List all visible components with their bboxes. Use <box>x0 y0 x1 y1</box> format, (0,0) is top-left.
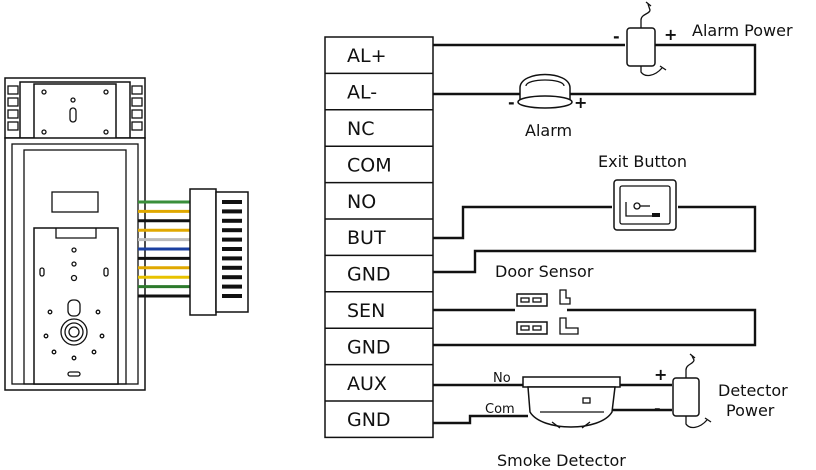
plug-pin <box>222 275 242 280</box>
terminal-label: COM <box>347 154 392 176</box>
access-control-device <box>4 77 146 391</box>
terminal-label: NO <box>347 191 376 213</box>
terminal-label: GND <box>347 336 391 358</box>
terminal-label: AL- <box>347 82 377 104</box>
alarm-power-label: Alarm Power <box>692 21 793 40</box>
terminal-label: GND <box>347 409 391 431</box>
plug-pin <box>222 294 242 298</box>
smoke-detector-label: Smoke Detector <box>497 451 626 470</box>
alarm-power-plus-sign: + <box>664 25 677 44</box>
plug-pin <box>222 209 242 214</box>
terminal-label: NC <box>347 118 374 140</box>
plug-pin <box>222 247 242 251</box>
alarm-power-minus-sign: - <box>613 27 620 46</box>
exit-button: Exit Button <box>598 152 687 231</box>
detector-plus-sign: + <box>654 365 667 384</box>
alarm-label: Alarm <box>525 121 572 140</box>
terminal-block: AL+ AL- NC COM NO BUT GND SEN GND AUX GND <box>324 36 434 439</box>
door-sensor: Door Sensor <box>495 262 594 335</box>
wires <box>433 43 757 425</box>
plug-pin <box>222 237 242 242</box>
terminal-label: BUT <box>347 227 386 249</box>
plug-pin <box>222 218 242 223</box>
exit-button-label: Exit Button <box>598 152 687 171</box>
alarm-minus-sign: - <box>508 93 515 112</box>
terminal-block-frame <box>324 36 434 439</box>
right-fins <box>131 85 143 131</box>
plug-pin <box>222 200 242 204</box>
ribbon-cable <box>138 200 192 298</box>
smoke-detector: No Com Smoke Detector <box>485 371 626 470</box>
terminal-label: SEN <box>347 300 385 322</box>
plug-pin <box>222 265 242 270</box>
plug-pin <box>222 256 242 261</box>
door-sensor-label: Door Sensor <box>495 262 594 281</box>
detector-power-supply: + - Detector Power <box>654 353 788 429</box>
alarm-plus-sign: + <box>574 93 587 112</box>
detector-power-label-line2: Power <box>726 401 775 420</box>
terminal-label: GND <box>347 264 391 286</box>
connector-plug <box>189 188 249 316</box>
no-label: No <box>493 371 511 386</box>
plug-pin <box>222 228 242 233</box>
terminal-label: AL+ <box>347 45 387 67</box>
alarm-power-supply: - + Alarm Power <box>613 1 793 77</box>
terminal-label: AUX <box>347 373 387 395</box>
alarm-device: - + Alarm <box>508 73 587 140</box>
detector-minus-sign: - <box>654 399 661 418</box>
left-fins <box>7 85 19 131</box>
detector-power-label-line1: Detector <box>718 381 788 400</box>
com-label: Com <box>485 402 515 417</box>
plug-pin <box>222 284 242 289</box>
